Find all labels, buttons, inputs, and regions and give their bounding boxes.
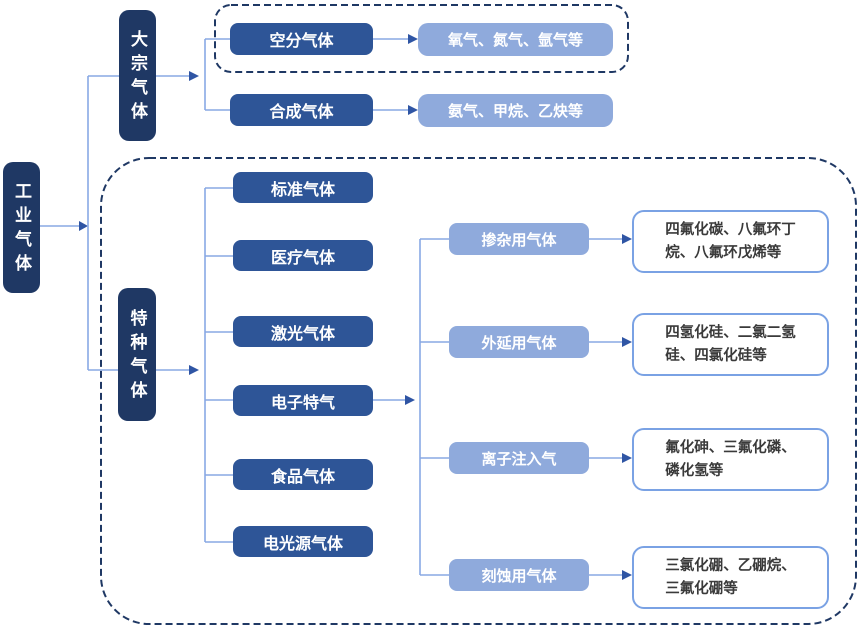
dashed-frame-air-separation	[214, 4, 629, 73]
node-standard-gas: 标准气体	[233, 172, 373, 203]
node-medical-gas: 医疗气体	[233, 240, 373, 271]
node-specialty-gas: 特种气体	[118, 288, 156, 421]
node-laser-gas: 激光气体	[233, 316, 373, 347]
node-industrial-gas: 工业气体	[3, 162, 40, 293]
node-air-separation-gas: 空分气体	[230, 23, 373, 55]
node-epitaxy-gas: 外延用气体	[449, 326, 589, 358]
node-synthetic-gas: 合成气体	[230, 94, 373, 126]
node-electric-light-source-gas: 电光源气体	[233, 526, 373, 557]
leaf-etching-gases: 三氯化硼、乙硼烷、 三氟化硼等	[632, 546, 829, 609]
leaf-doping-gases: 四氟化碳、八氟环丁 烷、八氟环戊烯等	[632, 210, 829, 273]
node-ion-implantation-gas: 离子注入气	[449, 442, 589, 474]
node-doping-gas: 掺杂用气体	[449, 223, 589, 255]
node-electronic-specialty-gas: 电子特气	[233, 385, 373, 416]
node-etching-gas: 刻蚀用气体	[449, 559, 589, 591]
node-bulk-gas: 大宗气体	[119, 10, 156, 141]
leaf-air-separation-gases: 氧气、氮气、氩气等	[418, 23, 613, 56]
dashed-frame-specialty	[100, 157, 857, 625]
leaf-epitaxy-gases: 四氢化硅、二氯二氢 硅、四氯化硅等	[632, 313, 829, 376]
leaf-ion-implantation-gases: 氟化砷、三氟化磷、 磷化氢等	[632, 428, 829, 491]
node-food-gas: 食品气体	[233, 459, 373, 490]
leaf-synthetic-gases: 氨气、甲烷、乙炔等	[418, 94, 613, 127]
